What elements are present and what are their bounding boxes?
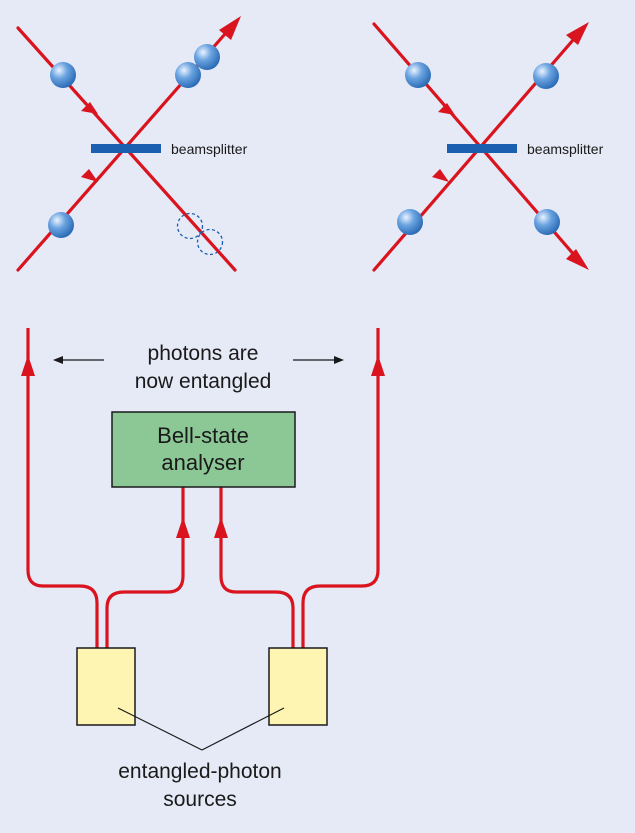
right-beamsplitter-label: beamsplitter [527, 141, 604, 157]
right-beamsplitter [447, 144, 517, 153]
fiber-left-inner [105, 487, 185, 648]
left-beamsplitter-label: beamsplitter [171, 141, 248, 157]
fiber-right-inner [219, 487, 295, 648]
photon-left-incoming-bottom [48, 212, 74, 238]
fiber-right-outer-arrowhead [371, 355, 385, 376]
empty-output-ghost-1 [176, 212, 204, 240]
sources-leader-line-right [201, 707, 285, 751]
entangled-photon-source-left [76, 647, 136, 726]
swapping-setup: photons are now entangled Bell-state ana… [21, 328, 385, 811]
photon-right-incoming-top [405, 62, 431, 88]
entangled-note-line1: photons are [148, 342, 259, 365]
empty-output-ghost-2 [196, 228, 224, 256]
fiber-left-inner-arrowhead [176, 517, 190, 538]
analyser-label-line1: Bell-state [157, 423, 249, 448]
fiber-right-outer [301, 328, 380, 648]
fiber-right-inner-arrowhead [214, 517, 228, 538]
right-beam-in-arrowhead-top [438, 103, 455, 115]
right-beam-in-arrowhead-bottom [432, 169, 449, 182]
photon-right-outgoing-top [533, 63, 559, 89]
sources-label-line2: sources [163, 788, 237, 811]
sources-leader-line-left [117, 707, 203, 751]
entangled-note-line2: now entangled [135, 370, 272, 393]
photon-right-incoming-bottom [397, 209, 423, 235]
right-beam-out-arrowhead-bottom [566, 249, 589, 270]
entangled-photon-source-right [268, 647, 328, 726]
photon-left-outgoing-2 [194, 44, 220, 70]
photon-left-incoming-top [50, 62, 76, 88]
right-beam-out-arrowhead-top [566, 22, 589, 45]
fiber-left-outer-arrowhead [21, 355, 35, 376]
sources-label-line1: entangled-photon [118, 760, 281, 783]
fiber-left-outer [26, 328, 99, 648]
analyser-label-line2: analyser [161, 450, 244, 475]
left-beam-in-arrowhead-top [81, 102, 98, 114]
left-beamsplitter [91, 144, 161, 153]
photon-left-outgoing-1 [175, 62, 201, 88]
left-beam-out-arrowhead [219, 16, 241, 40]
right-beamsplitter-panel: beamsplitter [372, 22, 604, 272]
left-beamsplitter-panel: beamsplitter [16, 16, 248, 272]
entangled-note-right-arrowhead [334, 356, 344, 364]
bell-state-analyser-box [111, 411, 296, 488]
left-beam-in-arrowhead-bottom [81, 169, 98, 182]
entangled-note-left-arrowhead [53, 356, 63, 364]
photon-right-outgoing-bottom [534, 209, 560, 235]
